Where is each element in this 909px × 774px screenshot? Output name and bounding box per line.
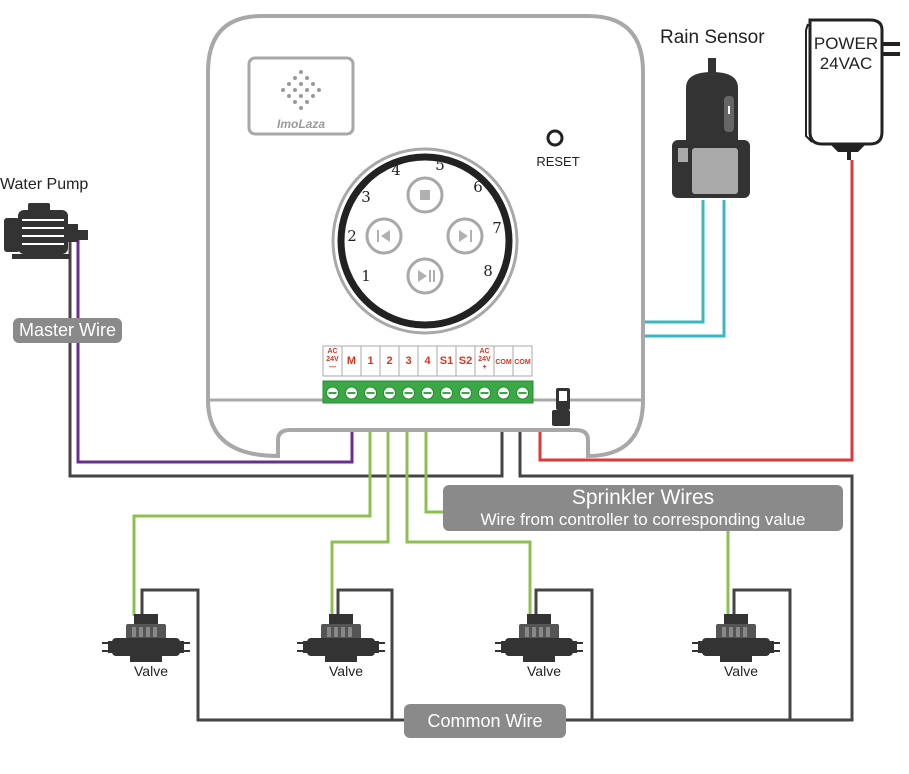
pump-common-wire [68,238,504,478]
master-wire-badge: Master Wire [13,318,123,343]
valve-icon [102,614,190,662]
controller-common-wire [518,400,854,722]
terminal-label-box [512,345,533,377]
terminal-screws [326,386,529,400]
next-button[interactable] [446,217,484,255]
power-label-line1: POWER [813,34,879,53]
rain-sensor-label: Rain Sensor [660,27,765,48]
terminal-label: COM [514,359,531,366]
sprinkler-wire-1 [132,400,372,616]
common-wire-v3 [534,588,594,720]
terminal-label: 2 [386,355,392,367]
water-pump-icon [4,203,88,259]
brand-logo: ImoLaza [247,56,355,136]
terminal-label: 1 [367,355,373,367]
dial-number-1: 1 [361,267,371,285]
sprinkler-wires-title: Sprinkler Wires [571,486,715,509]
brand-name: ImoLaza [277,117,325,131]
dial-number-6: 6 [473,178,483,196]
sprinkler-wires-subtitle: Wire from controller to corresponding va… [480,510,806,529]
dial-number-2: 2 [347,227,357,245]
dial-number-7: 7 [492,219,502,237]
terminal-label: S1 [440,355,453,367]
sprinkler-wires-badge: Sprinkler Wires Wire from controller to … [443,485,843,531]
valve-icon [297,614,385,662]
dial-numbers: 1 2 3 4 5 6 7 8 [347,156,502,285]
power-adapter-icon [805,18,900,160]
previous-button[interactable] [365,217,403,255]
dial-number-5: 5 [435,156,445,174]
water-pump-label: Water Pump [0,176,89,193]
terminal-label: 3 [405,355,411,367]
zone-dial[interactable] [331,147,519,335]
power-label-line2: 24VAC [819,54,873,73]
stop-button[interactable] [406,176,444,214]
power-plug [552,388,570,426]
common-wire-loop [140,588,404,722]
reset-button[interactable] [546,129,564,147]
common-wire-v2 [336,588,394,720]
sprinkler-wire-2 [330,400,390,616]
valve-icon [692,614,780,662]
terminal-label: S2 [459,355,472,367]
valve-icon [495,614,583,662]
terminal-label: 4 [424,355,431,367]
reset-label: RESET [536,154,579,169]
dial-number-8: 8 [483,262,493,280]
valve-label-1: Valve [134,663,168,679]
terminal-label: M [347,355,356,367]
dial-number-3: 3 [361,188,371,206]
terminal-label: COM [495,359,512,366]
valve-label-2: Valve [329,663,363,679]
valve-label-3: Valve [527,663,561,679]
common-wire-badge: Common Wire [404,704,566,738]
dial-number-4: 4 [391,161,401,179]
valves [102,614,780,662]
sprinkler-wire-3 [405,400,532,616]
common-wire-v4 [732,588,792,720]
play-pause-button[interactable] [406,257,444,295]
valve-label-4: Valve [724,663,758,679]
rain-sensor-icon [672,58,750,198]
